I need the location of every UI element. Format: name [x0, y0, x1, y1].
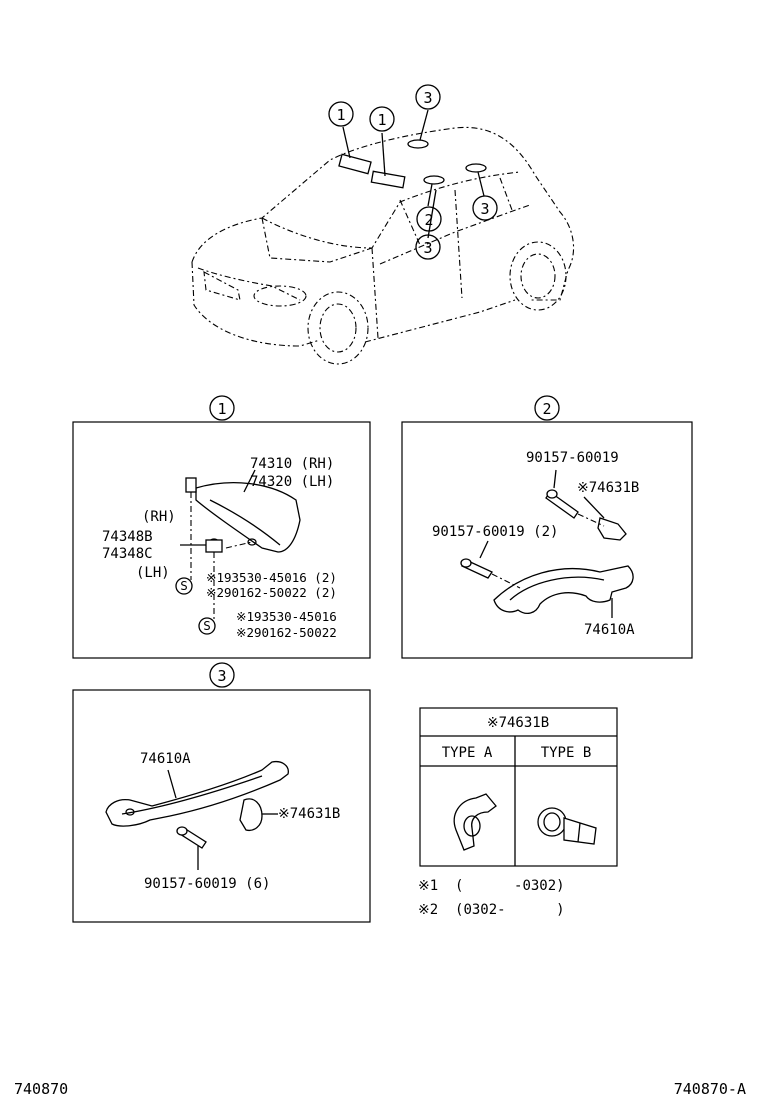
- panel-2-frame: [401, 421, 693, 659]
- car-illustration: [191, 109, 575, 365]
- label-screw-2a: ※193530-45016: [236, 609, 337, 624]
- note-1: ※1 ( -0302): [418, 878, 565, 894]
- label-lh: (LH): [136, 565, 170, 581]
- label-74320: 74320 (LH): [250, 474, 334, 490]
- grip-drawing-panel3: [105, 760, 289, 870]
- label-grip-panel3: 74610A: [140, 751, 191, 767]
- panel-1-header: 1: [209, 395, 235, 421]
- label-bolt-panel3: 90157-60019 (6): [144, 876, 270, 892]
- label-bolt-left: 90157-60019 (2): [432, 524, 558, 540]
- clip-type-b-icon: [537, 807, 597, 845]
- callout-3-low: 3: [415, 234, 441, 260]
- svg-text:3: 3: [423, 89, 432, 107]
- label-bolt-top: 90157-60019: [526, 450, 619, 466]
- label-grip-panel2: 74610A: [584, 622, 635, 638]
- svg-text:1: 1: [217, 400, 226, 418]
- label-screw-1b: ※290162-50022 (2): [206, 585, 337, 600]
- footer-code-right: 740870-A: [674, 1080, 746, 1098]
- callout-1-right: 1: [369, 106, 395, 132]
- svg-text:1: 1: [377, 111, 386, 129]
- svg-text:S: S: [180, 578, 188, 593]
- svg-text:2: 2: [424, 211, 433, 229]
- grip-drawing-panel2: [460, 469, 634, 618]
- callout-2-car: 2: [416, 206, 442, 232]
- clip-type-a-icon: [453, 793, 497, 851]
- footer-code-left: 740870: [14, 1080, 68, 1098]
- label-74348C: 74348C: [102, 546, 153, 562]
- label-74348B: 74348B: [102, 529, 153, 545]
- note-2: ※2 (0302- ): [418, 902, 565, 918]
- label-screw-1a: ※193530-45016 (2): [206, 570, 337, 585]
- svg-text:1: 1: [336, 106, 345, 124]
- type-table: ※74631B TYPE A TYPE B: [419, 707, 618, 867]
- label-clip-panel2: ※74631B: [577, 480, 639, 496]
- svg-text:3: 3: [423, 239, 432, 257]
- label-74310: 74310 (RH): [250, 456, 334, 472]
- type-a-label: TYPE A: [442, 745, 493, 761]
- panel-2-header: 2: [534, 395, 560, 421]
- s-mark-upper: S: [175, 577, 193, 595]
- svg-text:S: S: [203, 618, 211, 633]
- panel-3-frame: [72, 689, 371, 923]
- callout-1-left: 1: [328, 101, 354, 127]
- label-screw-2b: ※290162-50022: [236, 625, 337, 640]
- callout-3-top: 3: [415, 84, 441, 110]
- sun-visor-drawing: [180, 469, 301, 622]
- label-rh: (RH): [142, 509, 176, 525]
- panel-3-header: 3: [209, 662, 235, 688]
- panel-1-frame: [72, 421, 371, 659]
- svg-text:3: 3: [217, 667, 226, 685]
- svg-text:2: 2: [542, 400, 551, 418]
- type-b-label: TYPE B: [541, 745, 592, 761]
- type-table-header: ※74631B: [487, 715, 549, 731]
- svg-text:3: 3: [480, 200, 489, 218]
- label-clip-panel3: ※74631B: [278, 806, 340, 822]
- callout-3-mid: 3: [472, 195, 498, 221]
- s-mark-lower: S: [198, 617, 216, 635]
